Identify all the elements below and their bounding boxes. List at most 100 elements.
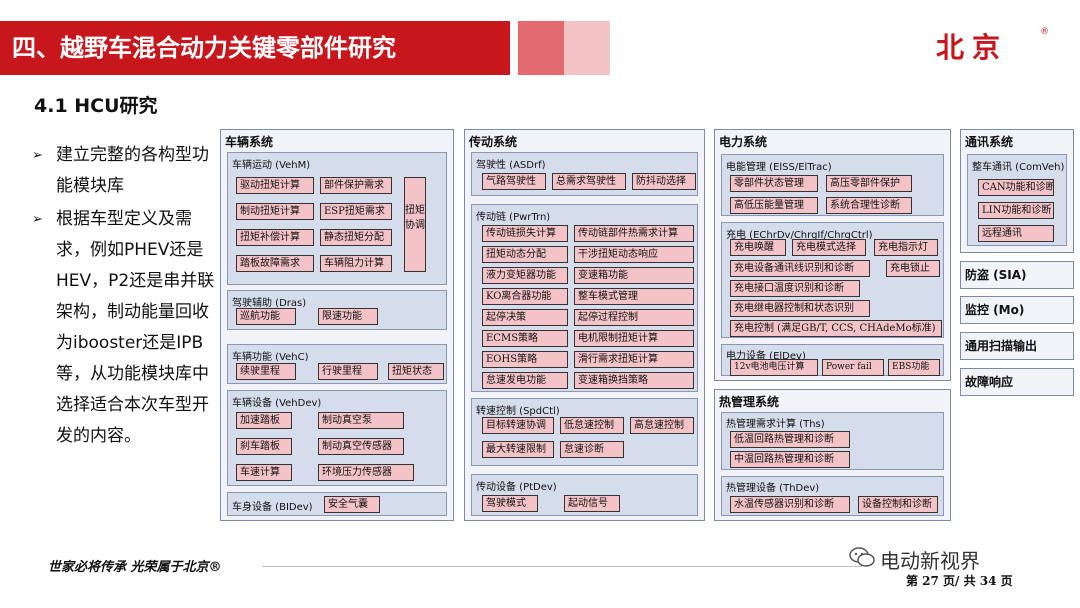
charge-group: 充电 (EChrDv/ChrgIf/ChrgCtrl) 充电唤醒 充电模式选择 … xyxy=(721,222,944,338)
module-item: 变速箱功能 xyxy=(574,267,694,284)
module-item: 制动真空传感器 xyxy=(318,438,404,455)
module-item: LIN功能和诊断 xyxy=(978,202,1054,219)
ths-group: 热管理需求计算 (Ths) 低温回路热管理和诊断 中温回路热管理和诊断 xyxy=(721,412,944,470)
title-accent-block xyxy=(518,21,564,75)
footer-slogan: 世家必将传承 光荣属于北京® xyxy=(48,560,222,575)
module-item: 加速踏板 xyxy=(236,412,292,429)
module-item: 制动真空泵 xyxy=(318,412,404,429)
drivetrain-panel: 传动系统 驾驶性 (ASDrf) 气路驾驶性 总需求驾驶性 防抖动选择 传动链 … xyxy=(464,129,705,521)
module-item: 总需求驾驶性 xyxy=(552,173,626,190)
watermark-text: 电动新视界 xyxy=(880,549,980,573)
module-item: 续驶里程 xyxy=(236,363,296,380)
module-item: 环境压力传感器 xyxy=(318,464,414,481)
module-item: 怠速发电功能 xyxy=(482,372,568,389)
module-item: 扭矩补偿计算 xyxy=(236,229,314,246)
module-item: 变速箱换挡策略 xyxy=(574,372,694,389)
panel-title: 传动系统 xyxy=(469,135,518,149)
module-item: 滑行需求扭矩计算 xyxy=(574,351,694,368)
module-item: 充电模式选择 xyxy=(792,239,866,256)
module-item: Power fail xyxy=(822,359,884,376)
module-item: EOHS策略 xyxy=(482,351,568,368)
dras-group: 驾驶辅助 (Dras) 巡航功能 限速功能 xyxy=(227,290,447,330)
module-item: 充电指示灯 xyxy=(874,239,938,256)
spdctl-group: 转速控制 (SpdCtl) 目标转速协调 低怠速控制 高怠速控制 最大转速限制 … xyxy=(471,398,698,466)
module-item: 充电设备通讯线识别和诊断 xyxy=(730,260,870,277)
panel-title: 热管理系统 xyxy=(719,395,780,409)
panel-title: 电力系统 xyxy=(719,135,768,149)
group-title: 热管理设备 (ThDev) xyxy=(726,483,820,494)
footer-divider xyxy=(262,566,862,567)
module-item: 限速功能 xyxy=(318,308,378,325)
panel-title: 通讯系统 xyxy=(965,135,1014,149)
vehicle-system-panel: 车辆系统 车辆运动 (VehM) 驱动扭矩计算 部件保护需求 制动扭矩计算 ES… xyxy=(220,129,454,521)
bullet-marker-icon: ➢ xyxy=(32,148,43,163)
group-title: 电力设备 (ElDev) xyxy=(726,351,806,362)
group-title: 整车通讯 (ComVeh) xyxy=(972,162,1065,173)
module-item: 起停过程控制 xyxy=(574,309,694,326)
group-title: 传动设备 (PtDev) xyxy=(476,482,557,493)
bullet-text: 建立完整的各构型功能模块库 xyxy=(56,145,209,196)
module-item: 充电控制 (满足GB/T, CCS, CHAdeMo标准) xyxy=(730,320,942,337)
module-item: 防抖动选择 xyxy=(632,173,696,190)
thermal-system-panel: 热管理系统 热管理需求计算 (Ths) 低温回路热管理和诊断 中温回路热管理和诊… xyxy=(714,389,951,521)
elss-group: 电能管理 (ElSS/ElTrac) 零部件状态管理 高压零部件保护 高低压能量… xyxy=(721,154,944,216)
module-item: 高低压能量管理 xyxy=(730,197,818,214)
module-item: 液力变矩器功能 xyxy=(482,267,568,284)
module-item: 水温传感器识别和诊断 xyxy=(730,496,850,513)
module-item: 车速计算 xyxy=(236,464,292,481)
module-item: 起停决策 xyxy=(482,309,568,326)
module-item: 设备控制和诊断 xyxy=(858,496,938,513)
group-title: 驾驶辅助 (Dras) xyxy=(232,298,307,309)
module-item: EBS功能 xyxy=(888,359,940,376)
monitor-box: 监控 (Mo) xyxy=(960,296,1074,324)
module-item: 气路驾驶性 xyxy=(482,173,546,190)
torque-coordination-item: 扭矩协调 xyxy=(404,177,426,272)
ptdev-group: 传动设备 (PtDev) 驾驶模式 起动信号 xyxy=(471,474,698,516)
vehc-group: 车辆功能 (VehC) 续驶里程 行驶里程 扭矩状态 xyxy=(227,344,447,384)
group-title: 转速控制 (SpdCtl) xyxy=(476,406,560,417)
section-subtitle: 4.1 HCU研究 xyxy=(34,95,158,117)
module-item: 巡航功能 xyxy=(236,308,296,325)
module-item: 起动信号 xyxy=(564,495,620,512)
power-system-panel: 电力系统 电能管理 (ElSS/ElTrac) 零部件状态管理 高压零部件保护 … xyxy=(714,129,951,381)
module-item: 制动扭矩计算 xyxy=(236,203,314,220)
bullet-item: ➢ 建立完整的各构型功能模块库 xyxy=(32,140,217,202)
module-item: 充电唤醒 xyxy=(730,239,786,256)
module-item: 充电继电器控制和状态识别 xyxy=(730,300,870,317)
module-item: 行驶里程 xyxy=(318,363,378,380)
module-item: 充电接口温度识别和诊断 xyxy=(730,280,860,297)
module-item: 充电锁止 xyxy=(886,260,940,277)
module-item: 零部件状态管理 xyxy=(730,175,818,192)
module-item: 远程通讯 xyxy=(978,225,1054,242)
pwrtrn-group: 传动链 (PwrTrn) 传动链损失计算 传动链部件热需求计算 扭矩动态分配 干… xyxy=(471,204,698,392)
module-item: 低怠速控制 xyxy=(560,417,624,434)
module-item: ESP扭矩需求 xyxy=(320,203,392,220)
bullet-marker-icon: ➢ xyxy=(32,212,43,227)
eldev-group: 电力设备 (ElDev) 12v电池电压计算 Power fail EBS功能 xyxy=(721,344,944,376)
module-item: 低温回路热管理和诊断 xyxy=(730,431,850,448)
module-item: 车辆阻力计算 xyxy=(320,255,392,272)
brand-logo: 北京 xyxy=(936,31,1009,64)
module-item: 静态扭矩分配 xyxy=(320,229,392,246)
group-title: 车辆功能 (VehC) xyxy=(232,352,309,363)
module-item: 扭矩动态分配 xyxy=(482,246,568,263)
module-item: 怠速诊断 xyxy=(560,441,624,458)
module-item: 中温回路热管理和诊断 xyxy=(730,451,850,468)
module-item: 高压零部件保护 xyxy=(826,175,912,192)
group-title: 车身设备 (BIDev) xyxy=(232,502,313,513)
group-title: 传动链 (PwrTrn) xyxy=(476,212,551,223)
module-item: 干涉扭矩动态响应 xyxy=(574,246,694,263)
module-item: 部件保护需求 xyxy=(320,177,392,194)
module-item: 最大转速限制 xyxy=(482,441,554,458)
bidev-group: 车身设备 (BIDev) 安全气囊 xyxy=(227,492,447,516)
vehm-group: 车辆运动 (VehM) 驱动扭矩计算 部件保护需求 制动扭矩计算 ESP扭矩需求… xyxy=(227,152,447,285)
vehdev-group: 车辆设备 (VehDev) 加速踏板 制动真空泵 刹车踏板 制动真空传感器 车速… xyxy=(227,390,447,486)
module-item: 安全气囊 xyxy=(324,496,380,513)
module-item: 高怠速控制 xyxy=(630,417,694,434)
comm-system-panel: 通讯系统 整车通讯 (ComVeh) CAN功能和诊断 LIN功能和诊断 远程通… xyxy=(960,129,1074,253)
module-item: 踏板故障需求 xyxy=(236,255,314,272)
title-accent-block-light xyxy=(564,21,610,75)
module-item: 刹车踏板 xyxy=(236,438,292,455)
comveh-group: 整车通讯 (ComVeh) CAN功能和诊断 LIN功能和诊断 远程通讯 xyxy=(967,154,1067,246)
module-item: 电机限制扭矩计算 xyxy=(574,330,694,347)
